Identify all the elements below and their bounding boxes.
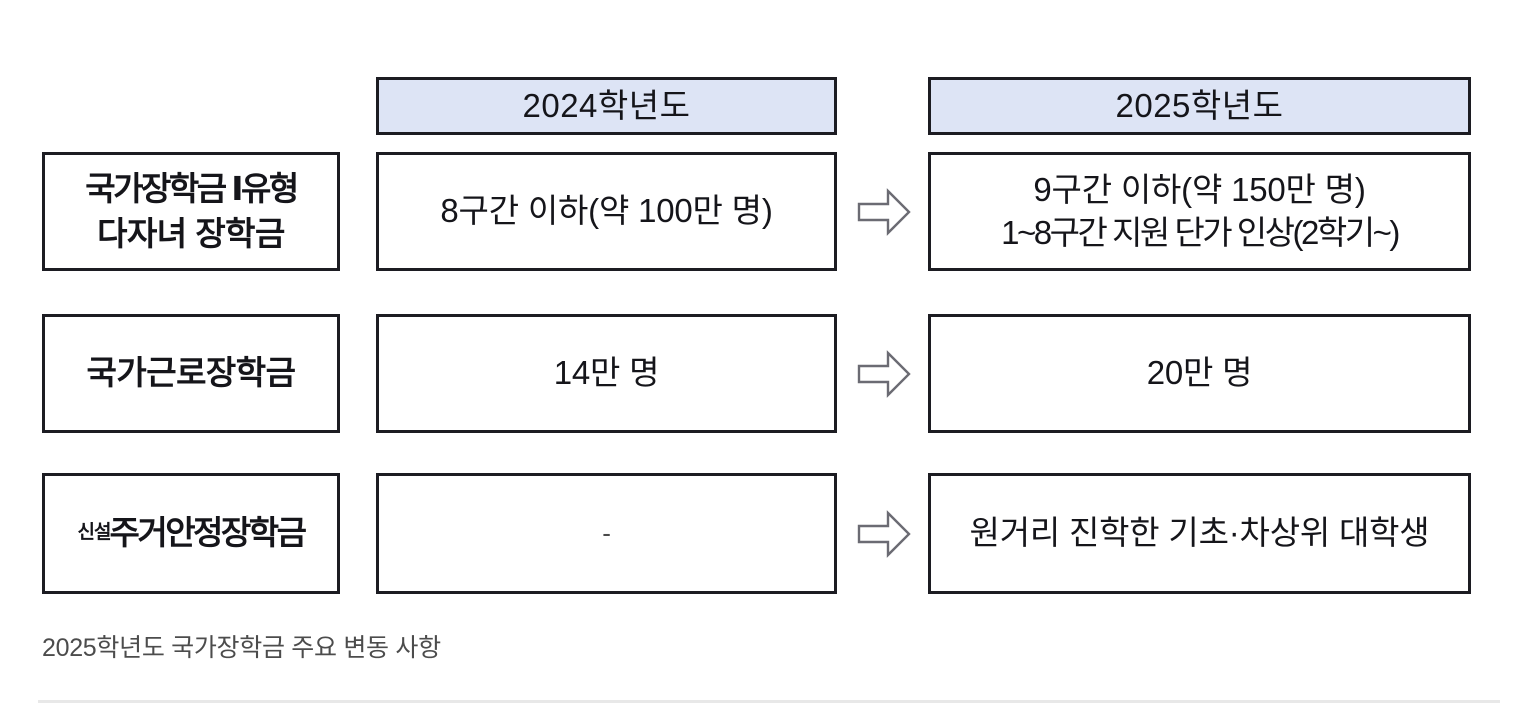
row-3-value-2024-line-1: - xyxy=(602,518,611,549)
bottom-divider xyxy=(38,700,1500,703)
row-1-value-2025-line-2: 1~8구간 지원 단가 인상(2학기~) xyxy=(1001,213,1400,251)
new-badge: 신설 xyxy=(77,522,112,544)
row-3-value-2025-line-1: 원거리 진학한 기초·차상위 대학생 xyxy=(969,514,1430,552)
row-label-line-1: 신설주거안정장학금 xyxy=(77,514,308,553)
column-header-2025: 2025학년도 xyxy=(928,77,1471,135)
column-header-2024: 2024학년도 xyxy=(376,77,837,135)
row-label-national-scholarship-type1: 국가장학금 Ⅰ유형 다자녀 장학금 xyxy=(42,152,340,271)
row-3-value-2025: 원거리 진학한 기초·차상위 대학생 xyxy=(928,473,1471,594)
row-label-text: 주거안정장학금 xyxy=(109,514,307,552)
row-1-value-2024: 8구간 이하(약 100만 명) xyxy=(376,152,837,271)
right-block-arrow-icon xyxy=(856,186,912,238)
column-header-2024-label: 2024학년도 xyxy=(522,86,691,124)
row-label-line-2: 다자녀 장학금 xyxy=(97,214,285,252)
row-1-value-2025: 9구간 이하(약 150만 명) 1~8구간 지원 단가 인상(2학기~) xyxy=(928,152,1471,271)
row-2-value-2025-line-1: 20만 명 xyxy=(1146,354,1253,392)
right-block-arrow-icon xyxy=(856,348,912,400)
row-2-value-2024: 14만 명 xyxy=(376,314,837,433)
column-header-2025-label: 2025학년도 xyxy=(1115,86,1284,124)
row-label-national-work-study-scholarship: 국가근로장학금 xyxy=(42,314,340,433)
diagram-caption: 2025학년도 국가장학금 주요 변동 사항 xyxy=(42,634,441,662)
row-label-line-1: 국가장학금 Ⅰ유형 xyxy=(85,169,299,207)
row-2-value-2024-line-1: 14만 명 xyxy=(553,354,660,392)
row-label-housing-stability-scholarship: 신설주거안정장학금 xyxy=(42,473,340,594)
right-block-arrow-icon xyxy=(856,508,912,560)
row-label-line-1: 국가근로장학금 xyxy=(86,354,296,392)
row-3-value-2024: - xyxy=(376,473,837,594)
row-1-value-2025-line-1: 9구간 이하(약 150만 명) xyxy=(1033,170,1366,208)
row-1-value-2024-line-1: 8구간 이하(약 100만 명) xyxy=(440,192,773,230)
row-2-value-2025: 20만 명 xyxy=(928,314,1471,433)
